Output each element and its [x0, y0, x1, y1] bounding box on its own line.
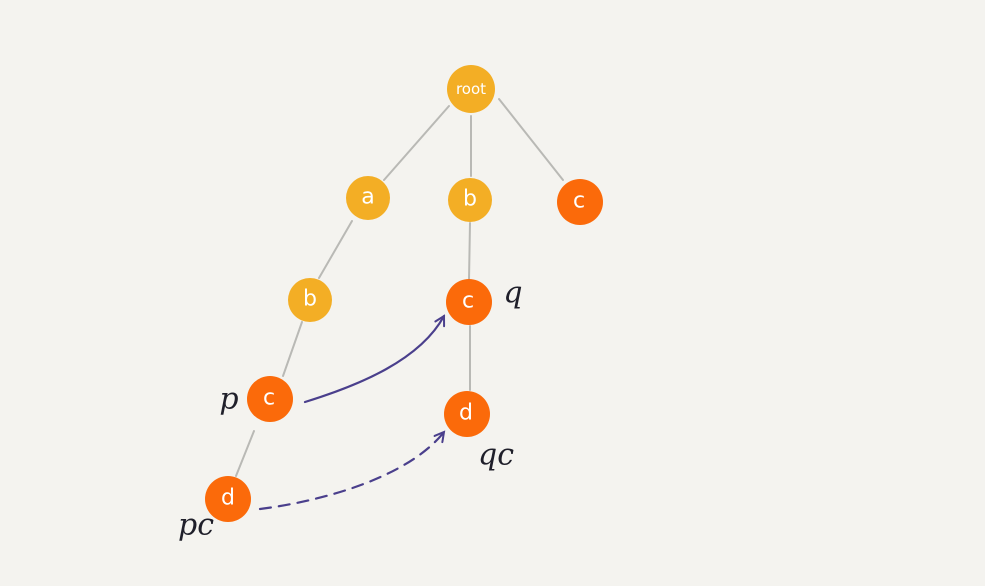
- node-b-mid-circle: [448, 178, 492, 222]
- edge-root-a: [383, 105, 450, 181]
- node-c-p-label: c: [263, 386, 275, 411]
- node-a-circle: [346, 176, 390, 220]
- node-c-q: c: [446, 279, 492, 325]
- edge-a-b: [318, 220, 353, 279]
- edge-root-c: [498, 98, 564, 181]
- node-b-mid-label: b: [463, 187, 477, 212]
- pointer-arrows: [258, 316, 446, 511]
- pointer-label-qc: qc: [478, 438, 514, 473]
- node-b-left-label: b: [303, 287, 317, 312]
- arrow-p-to-q: [303, 316, 446, 404]
- edge-c-d-left: [235, 430, 255, 477]
- pointer-labels: p q qc pc: [178, 276, 523, 543]
- node-c-q-circle: [446, 279, 492, 325]
- node-d-pc: d: [205, 476, 251, 522]
- edge-b-c-mid: [468, 222, 471, 281]
- node-b-left: b: [288, 278, 332, 322]
- pointer-label-p: p: [219, 382, 238, 417]
- node-root-label: root: [456, 80, 486, 98]
- arrow-pc-to-qc: [258, 432, 444, 511]
- pointer-label-pc: pc: [178, 508, 214, 543]
- node-root-circle: [447, 65, 495, 113]
- node-a-label: a: [361, 185, 374, 210]
- node-c-p-circle: [247, 376, 293, 422]
- node-d-qc: d: [444, 391, 490, 437]
- tree-edges: [235, 98, 564, 477]
- node-c-right-label: c: [573, 189, 585, 214]
- node-c-q-label: c: [462, 289, 474, 314]
- edge-b-c: [282, 321, 303, 377]
- node-d-qc-circle: [444, 391, 490, 437]
- node-d-pc-label: d: [221, 486, 235, 511]
- pointer-label-q: q: [503, 276, 522, 311]
- node-c-right: c: [557, 179, 603, 225]
- node-d-qc-label: d: [459, 401, 473, 426]
- node-root: root: [447, 65, 495, 113]
- node-b-mid: b: [448, 178, 492, 222]
- node-a: a: [346, 176, 390, 220]
- node-d-pc-circle: [205, 476, 251, 522]
- node-b-left-circle: [288, 278, 332, 322]
- node-c-p: c: [247, 376, 293, 422]
- node-c-right-circle: [557, 179, 603, 225]
